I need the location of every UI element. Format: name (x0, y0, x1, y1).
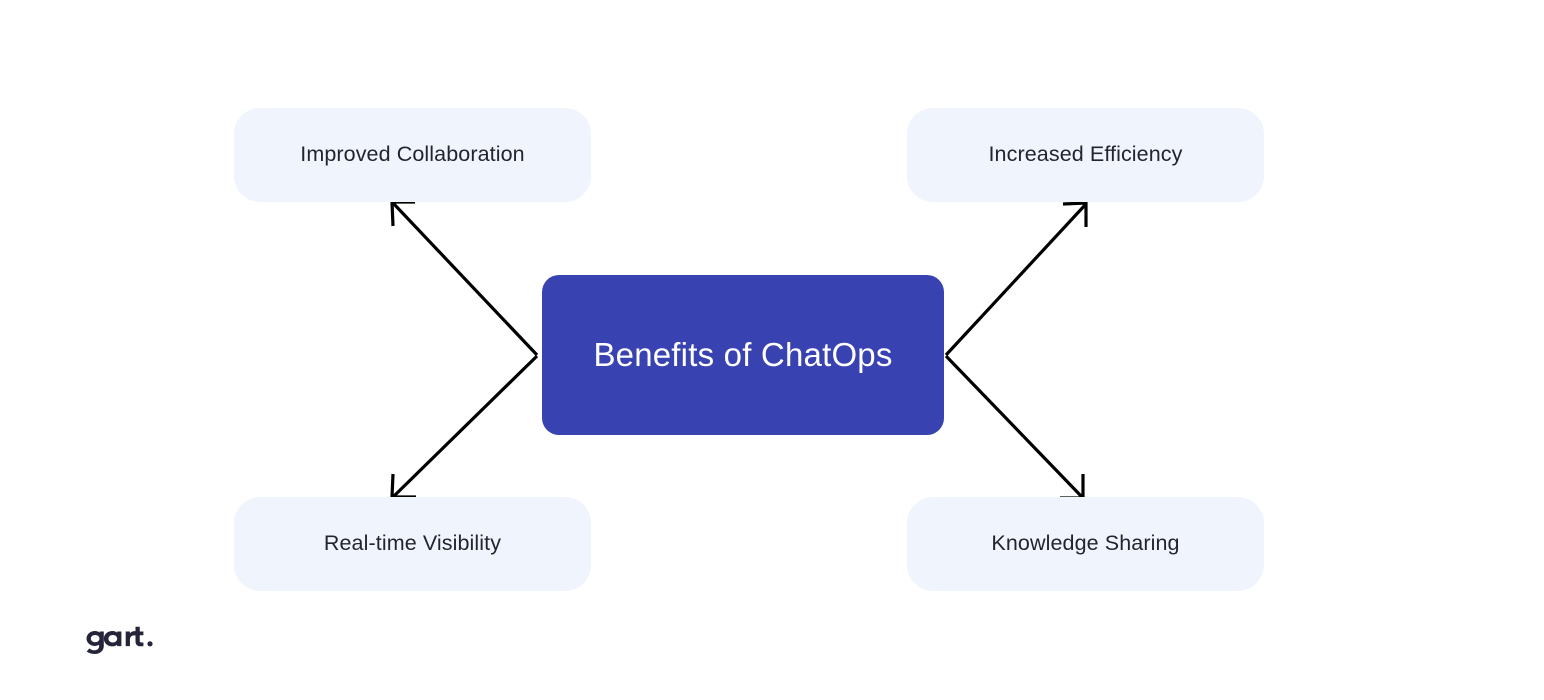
node-label: Real-time Visibility (323, 531, 502, 556)
node-real-time-visibility[interactable]: Real-time Visibility (234, 497, 591, 591)
connector-center-to-increased-efficiency (944, 201, 1088, 357)
node-increased-efficiency[interactable]: Increased Efficiency (907, 108, 1264, 202)
node-label: Increased Efficiency (988, 142, 1183, 167)
connector-center-to-real-time-visibility (390, 354, 539, 499)
node-center-label: Benefits of ChatOps (593, 336, 893, 374)
gart-logo-mark (86, 626, 153, 654)
node-label: Improved Collaboration (300, 142, 525, 167)
connector-center-to-knowledge-sharing (944, 354, 1085, 500)
gart-logo (80, 622, 176, 656)
node-improved-collaboration[interactable]: Improved Collaboration (234, 108, 591, 202)
connector-center-to-improved-collaboration (390, 200, 539, 357)
node-center-benefits-of-chatops[interactable]: Benefits of ChatOps (542, 275, 944, 435)
node-label: Knowledge Sharing (991, 531, 1180, 556)
node-knowledge-sharing[interactable]: Knowledge Sharing (907, 497, 1264, 591)
